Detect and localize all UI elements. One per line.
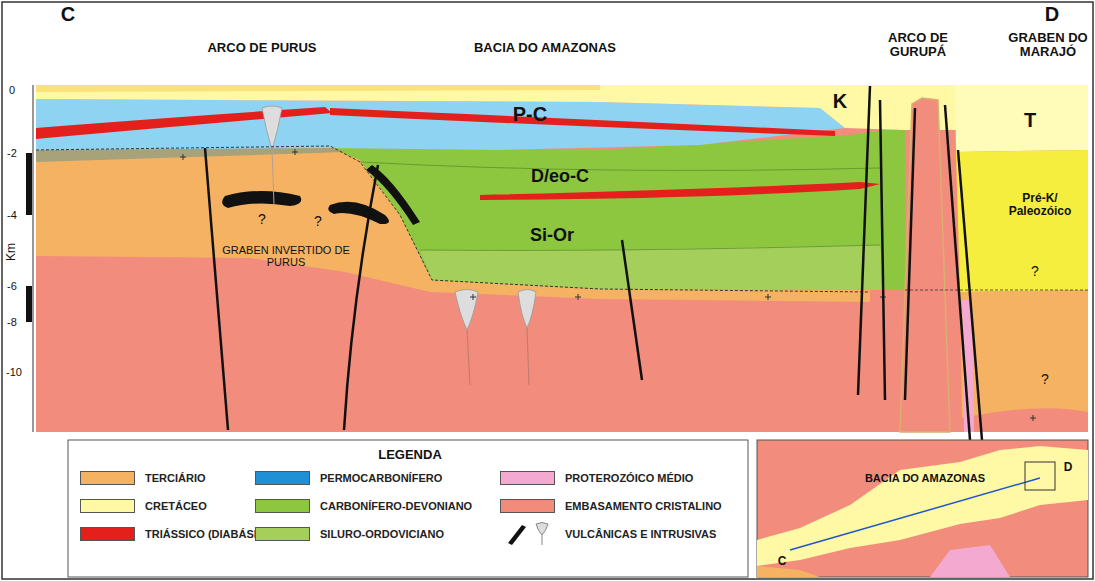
legend-swatch	[500, 499, 555, 513]
intrusion-symbol	[500, 521, 555, 547]
legend-text: PERMOCARBONÍFERO	[320, 472, 442, 484]
unit-label: K	[833, 90, 847, 112]
unit-label: D/eo-C	[531, 167, 589, 187]
region-name: GRABEN DO MARAJÓ	[1008, 31, 1088, 60]
legend-title: LEGENDA	[378, 448, 442, 462]
region-name: ARCO DE PURUS	[207, 41, 316, 55]
depth-tick: -6	[7, 280, 17, 292]
depth-tick: -10	[6, 366, 22, 378]
unit-label: Si-Or	[530, 226, 574, 246]
inset-label: BACIA DO AMAZONAS	[865, 472, 985, 484]
axis-unit: Km	[5, 243, 18, 261]
uncertainty-mark: ?	[258, 212, 266, 227]
legend-swatch	[255, 499, 310, 513]
inset-label: D	[1064, 461, 1073, 474]
legend-text: TRIÁSSICO (DIABÁSIO)	[145, 528, 269, 540]
legend-swatch	[80, 471, 135, 485]
legend-swatch	[500, 471, 555, 485]
uncertainty-mark: ?	[314, 214, 322, 229]
inset-label: C	[778, 555, 787, 568]
depth-tick: -2	[7, 147, 17, 159]
structure-name: GRABEN INVERTIDO DE PURUS	[222, 244, 350, 268]
legend-text: TERCIÁRIO	[145, 472, 206, 484]
legend-text: VULCÂNICAS E INTRUSIVAS	[565, 528, 716, 540]
region-name: ARCO DE GURUPÁ	[878, 31, 958, 60]
uncertainty-mark: ?	[1041, 372, 1049, 387]
depth-tick: -8	[7, 316, 17, 328]
legend-text: CRETÁCEO	[145, 500, 207, 512]
section-end: C	[61, 3, 75, 25]
unit-label: Pré-K/ Paleozóico	[995, 192, 1085, 218]
legend-swatch	[80, 527, 135, 541]
legend-swatch	[80, 499, 135, 513]
legend-text: CARBONÍFERO-DEVONIANO	[320, 500, 472, 512]
region-name: BACIA DO AMAZONAS	[474, 41, 616, 55]
legend-text: EMBASAMENTO CRISTALINO	[565, 500, 722, 512]
uncertainty-mark: ?	[1031, 264, 1039, 279]
legend-text: SILURO-ORDOVICIANO	[320, 528, 444, 540]
depth-tick: -4	[7, 209, 17, 221]
section-end: D	[1045, 3, 1059, 25]
unit-label: P-C	[513, 103, 547, 125]
legend-swatch	[255, 471, 310, 485]
unit-label: T	[1024, 109, 1036, 131]
legend-text: PROTEROZÓICO MÉDIO	[565, 472, 693, 484]
depth-tick: 0	[9, 84, 15, 96]
legend-swatch	[255, 527, 310, 541]
